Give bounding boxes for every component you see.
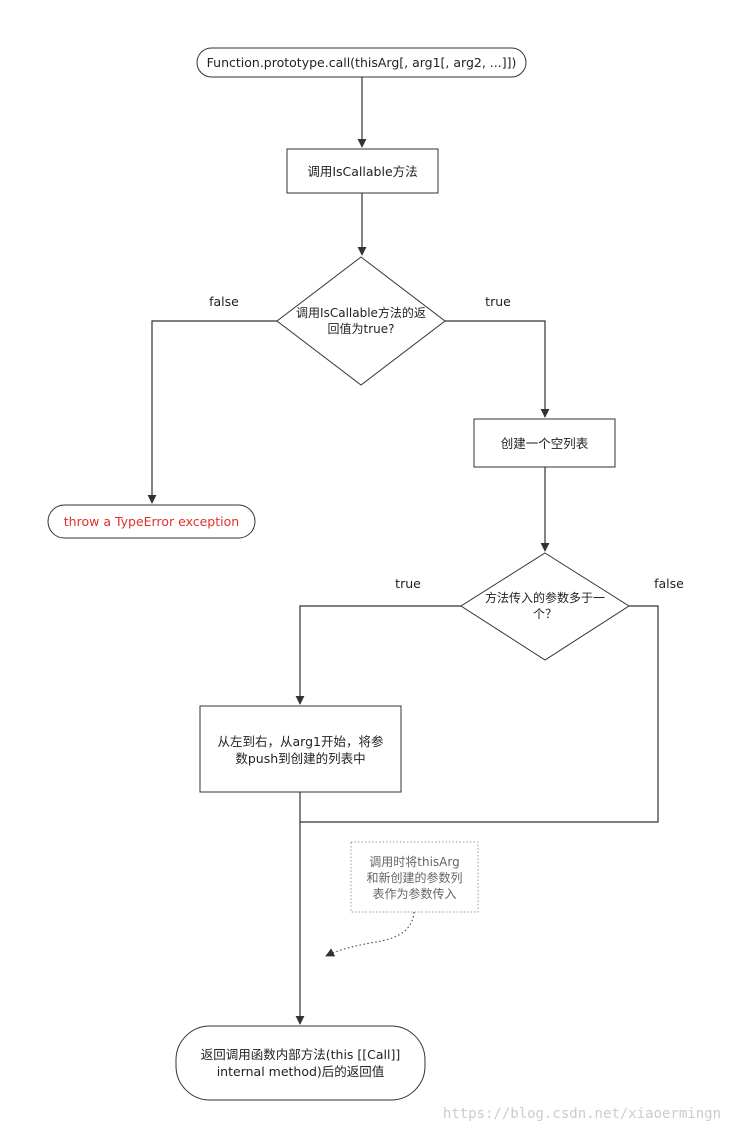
iscallable-node: 调用IsCallable方法 bbox=[286, 148, 439, 194]
edge-label-d1-false: false bbox=[209, 294, 239, 309]
throw-node: throw a TypeError exception bbox=[47, 504, 256, 539]
edge-label-d1-true: true bbox=[485, 294, 511, 309]
start-node-label: Function.prototype.call(thisArg[, arg1[,… bbox=[207, 55, 517, 70]
decision2-node: 方法传入的参数多于一 个？ bbox=[460, 552, 630, 661]
return-node: 返回调用函数内部方法(this [[Call]] internal method… bbox=[175, 1025, 426, 1101]
push-args-node: 从左到右，从arg1开始，将参 数push到创建的列表中 bbox=[199, 705, 402, 793]
decision2-label-line2: 个？ bbox=[533, 607, 557, 621]
return-label-line1: 返回调用函数内部方法(this [[Call]] bbox=[201, 1047, 401, 1062]
annotation-line2: 和新创建的参数列 bbox=[366, 870, 462, 885]
iscallable-node-label: 调用IsCallable方法 bbox=[307, 164, 417, 179]
decision2-label-line1: 方法传入的参数多于一 bbox=[485, 590, 605, 605]
annotation-line3: 表作为参数传入 bbox=[372, 886, 456, 901]
decision1-label-line1: 调用IsCallable方法的返 bbox=[296, 305, 426, 320]
start-node: Function.prototype.call(thisArg[, arg1[,… bbox=[196, 47, 527, 78]
empty-list-node-label: 创建一个空列表 bbox=[501, 436, 589, 451]
empty-list-node: 创建一个空列表 bbox=[473, 418, 616, 468]
watermark: https://blog.csdn.net/xiaoermingn bbox=[443, 1106, 721, 1122]
push-args-label-line1: 从左到右，从arg1开始，将参 bbox=[218, 734, 384, 749]
edge-label-d2-false: false bbox=[654, 576, 684, 591]
annotation-note: 调用时将thisArg 和新创建的参数列 表作为参数传入 bbox=[350, 841, 479, 913]
edge-decision2-true-to-push bbox=[295, 605, 461, 705]
decision1-label-line2: 回值为true? bbox=[328, 321, 395, 336]
throw-node-label: throw a TypeError exception bbox=[64, 514, 239, 529]
edge-label-d2-true: true bbox=[395, 576, 421, 591]
edge-decision1-true-to-emptylist bbox=[445, 320, 550, 418]
edge-decision1-false-to-throw bbox=[147, 320, 277, 504]
edges bbox=[147, 77, 659, 1025]
return-label-line2: internal method)后的返回值 bbox=[217, 1064, 385, 1079]
edge-decision2-false-merge bbox=[300, 605, 659, 823]
annotation-line1: 调用时将thisArg bbox=[369, 855, 459, 869]
annotation-connector bbox=[325, 911, 415, 957]
push-args-label-line2: 数push到创建的列表中 bbox=[235, 751, 365, 766]
decision1-node: 调用IsCallable方法的返 回值为true? bbox=[276, 256, 446, 386]
